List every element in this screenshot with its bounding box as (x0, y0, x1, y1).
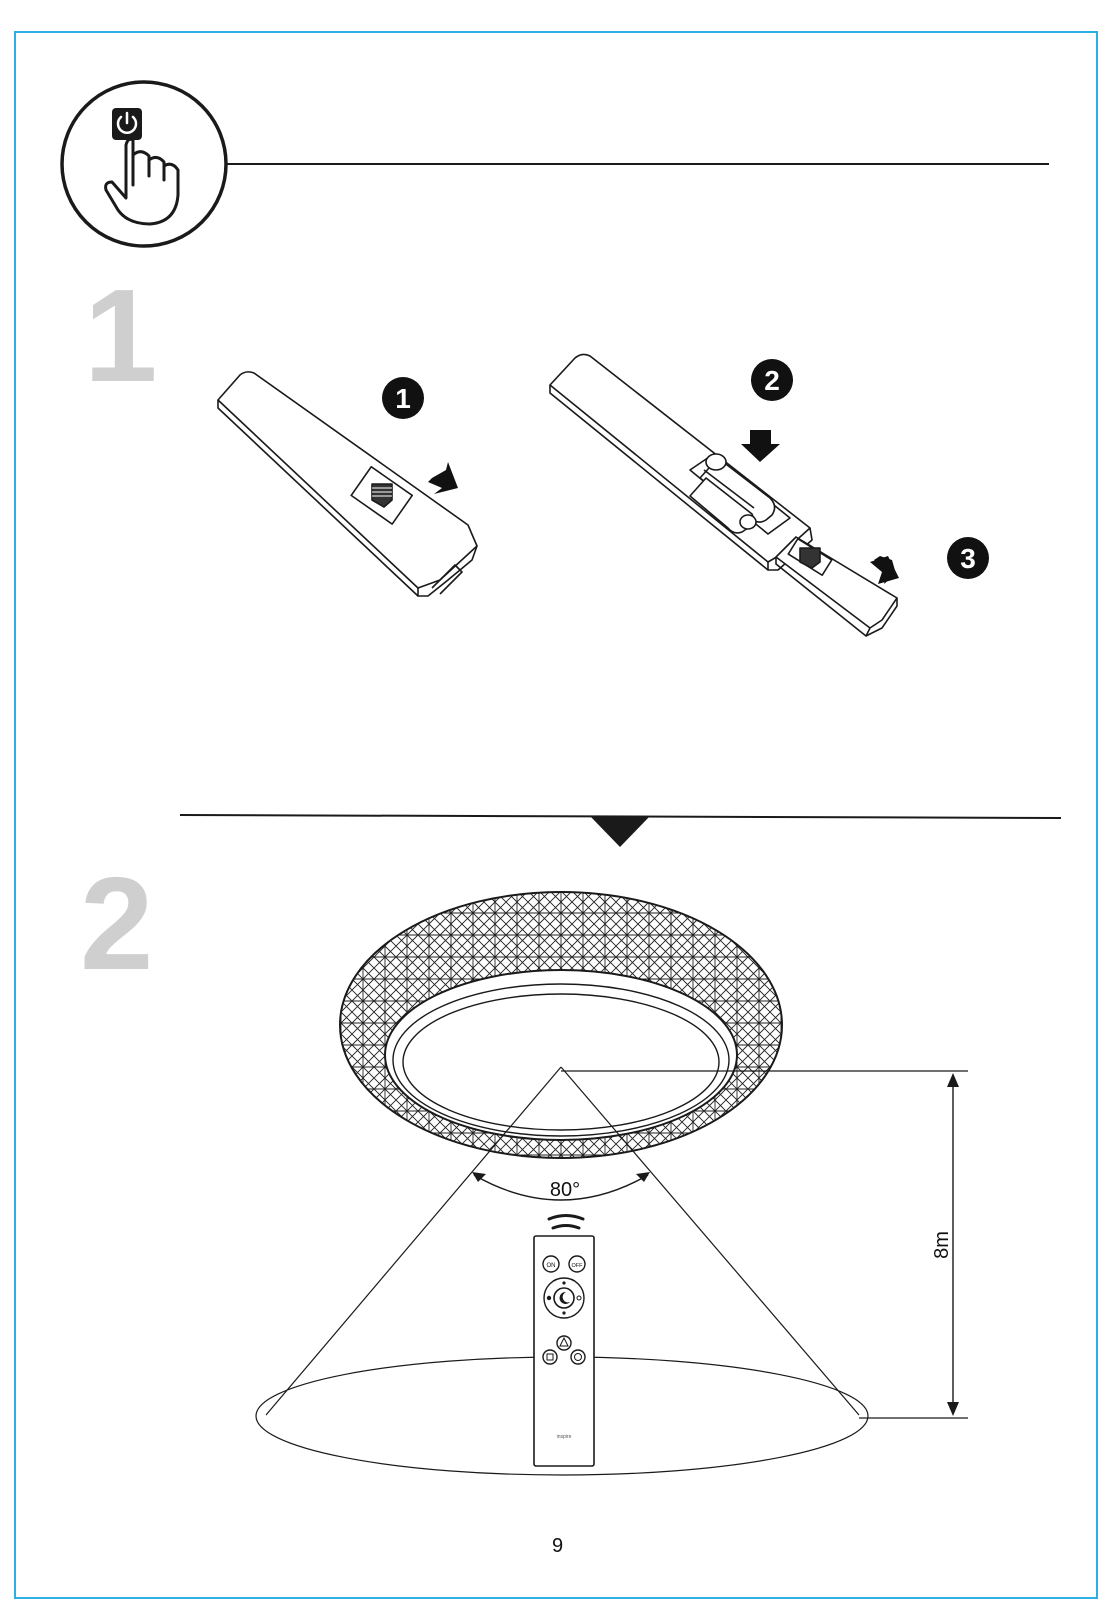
page-number: 9 (551, 1535, 564, 1557)
remote-opening-illustration (217, 371, 478, 597)
remote-control: ON OFF (533, 1235, 595, 1467)
slide-arrow-icon (428, 462, 458, 494)
sub-step-1-badge: 1 (382, 377, 424, 419)
sub-step-3-badge: 3 (947, 537, 989, 579)
svg-text:OFF: OFF (572, 1263, 584, 1269)
on-button[interactable]: ON (542, 1255, 560, 1273)
scene-button-left[interactable] (542, 1349, 558, 1365)
signal-waves-icon (547, 1214, 585, 1230)
off-button[interactable]: OFF (568, 1255, 586, 1273)
svg-text:ON: ON (547, 1263, 556, 1269)
distance-indicator: 8m (561, 1070, 968, 1419)
page-frame (14, 31, 1098, 1599)
svg-text:2: 2 (764, 365, 780, 396)
mode-button[interactable] (556, 1335, 572, 1351)
moon-icon (559, 1291, 570, 1304)
divider-triangle-icon (590, 816, 650, 847)
step-number-1: 1 (84, 262, 158, 409)
down-arrow-icon (741, 430, 780, 462)
power-button-press-icon (60, 80, 228, 248)
svg-text:1: 1 (395, 383, 411, 414)
remote-battery-illustration (549, 353, 898, 637)
sub-step-2-badge: 2 (751, 359, 793, 401)
angle-indicator: 80° (472, 1172, 650, 1201)
brand-label: inspire (557, 1434, 572, 1440)
scene-button-right[interactable] (570, 1349, 586, 1365)
step-number-2: 2 (80, 850, 154, 997)
svg-text:80°: 80° (550, 1179, 580, 1201)
dial-pad[interactable] (543, 1277, 585, 1319)
ceiling-lamp-illustration (339, 891, 783, 1159)
svg-text:3: 3 (960, 543, 976, 574)
svg-text:8m: 8m (931, 1231, 953, 1259)
